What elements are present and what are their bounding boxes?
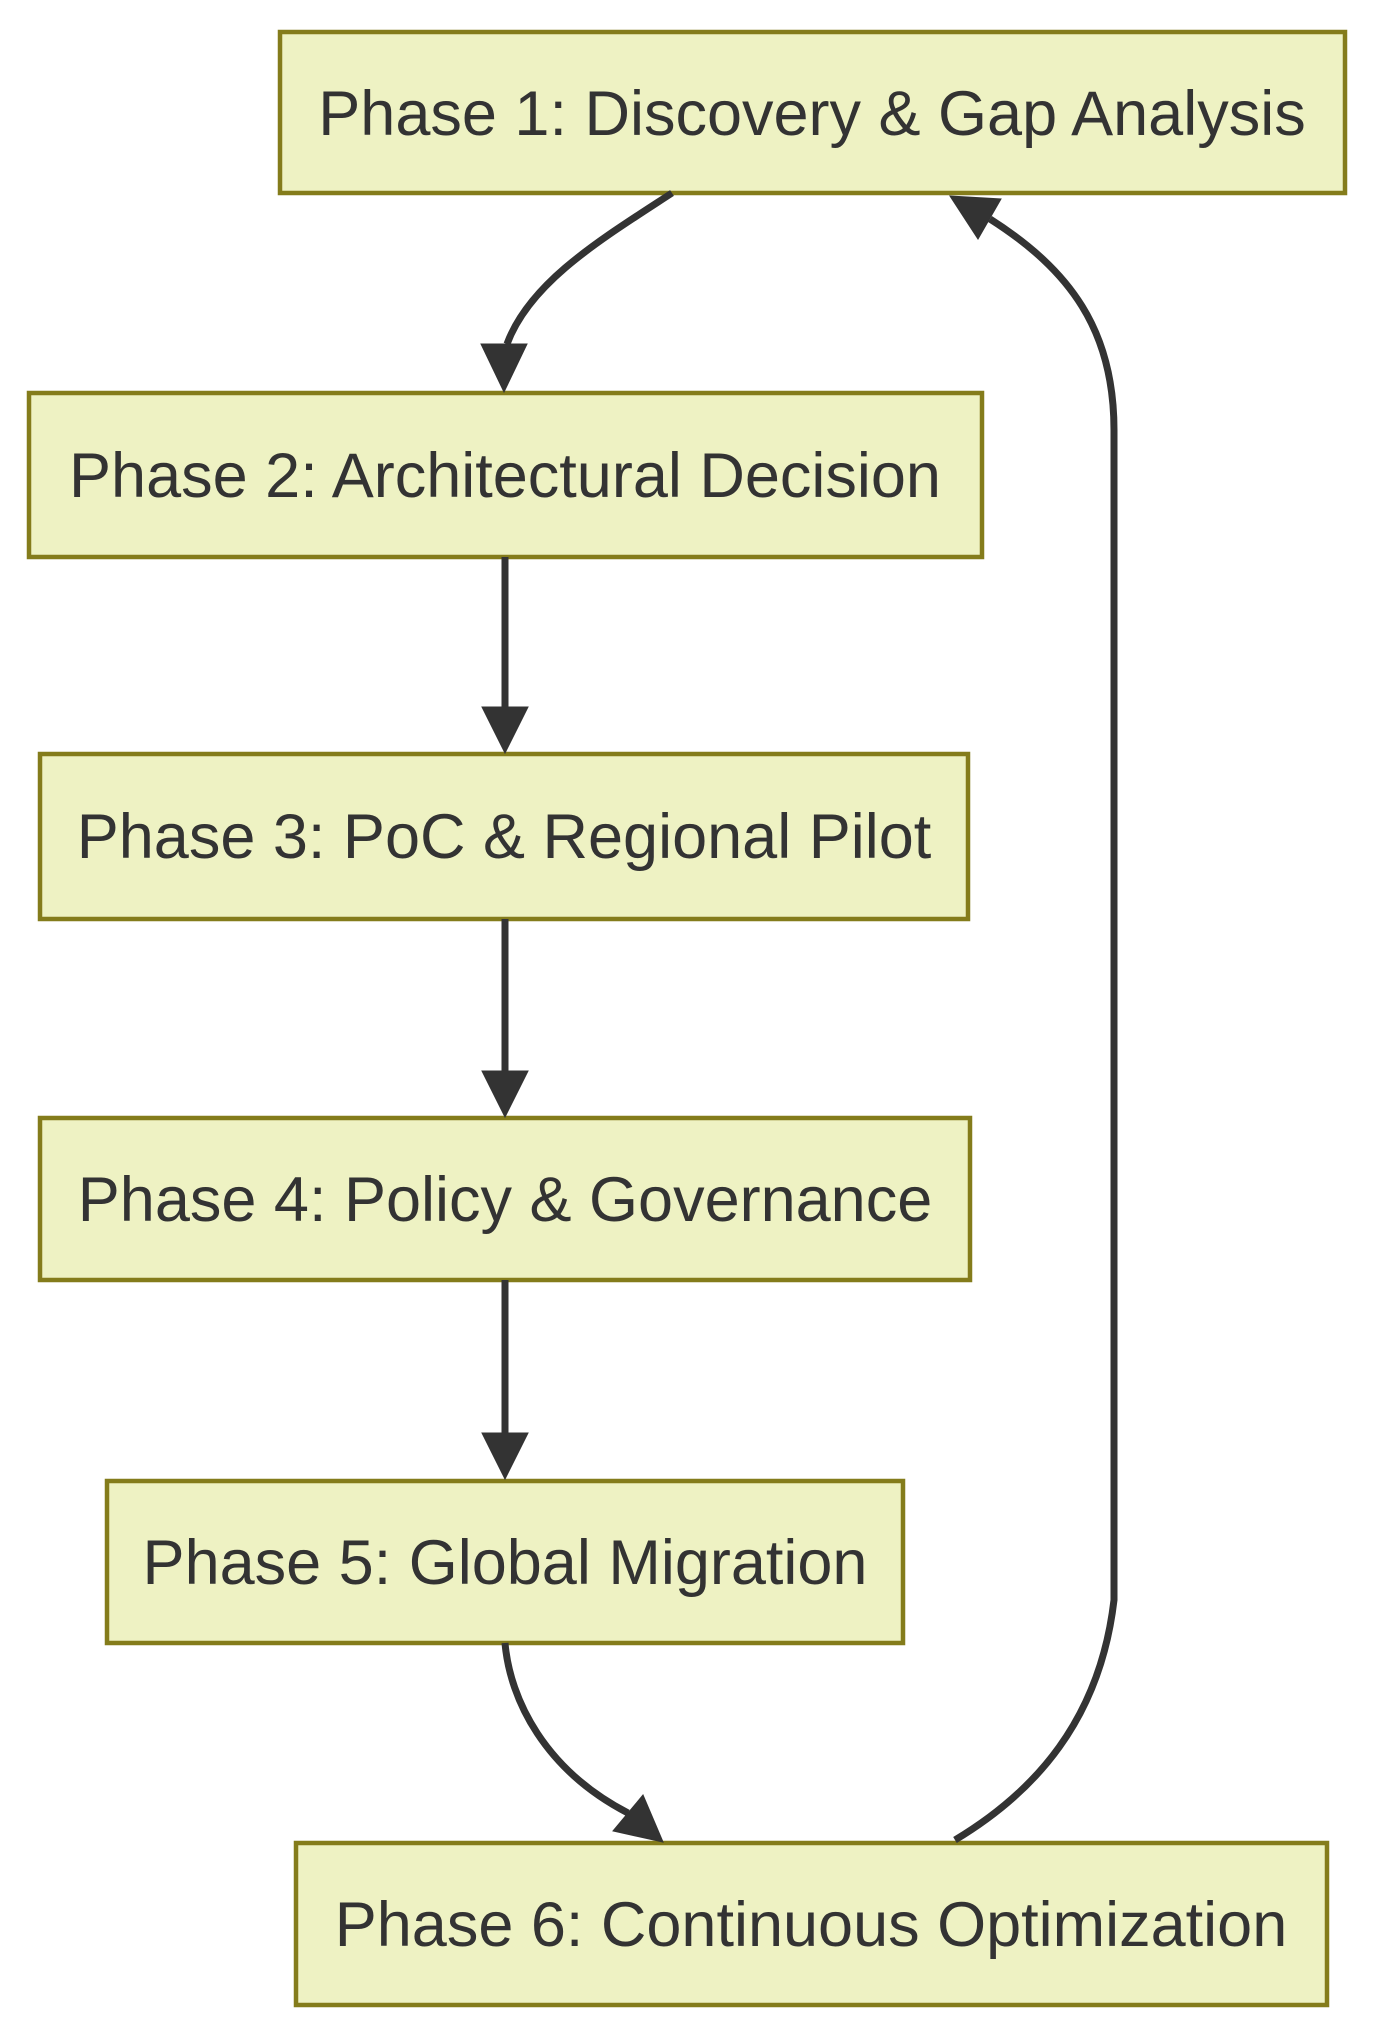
node-phase-3: Phase 3: PoC & Regional Pilot bbox=[37, 751, 971, 922]
node-phase-5-label: Phase 5: Global Migration bbox=[143, 1528, 868, 1598]
node-phase-3-box bbox=[37, 751, 971, 922]
edge-phase3-to-phase4 bbox=[481, 919, 529, 1119]
edge-line bbox=[503, 190, 674, 346]
edge-phase2-to-phase3 bbox=[481, 557, 529, 755]
node-phase-1-label: Phase 1: Discovery & Gap Analysis bbox=[318, 79, 1305, 149]
edge-phase5-to-phase6 bbox=[501, 1642, 664, 1843]
edge-phase6-to-phase1-loopback bbox=[949, 195, 1118, 1844]
node-phase-3-label: Phase 3: PoC & Regional Pilot bbox=[77, 802, 932, 872]
edge-phase4-to-phase5 bbox=[481, 1280, 529, 1481]
node-phase-1-box bbox=[277, 29, 1348, 196]
edge-line bbox=[953, 216, 1118, 1844]
arrowhead bbox=[480, 343, 528, 394]
node-phase-4: Phase 4: Policy & Governance bbox=[37, 1115, 973, 1283]
node-phase-6-label: Phase 6: Continuous Optimization bbox=[335, 1890, 1288, 1960]
node-phase-4-label: Phase 4: Policy & Governance bbox=[78, 1165, 932, 1235]
node-phase-6-box bbox=[293, 1840, 1330, 2008]
arrowhead bbox=[949, 195, 1002, 240]
edge-phase1-to-phase2 bbox=[480, 190, 674, 394]
arrowhead bbox=[481, 1432, 529, 1481]
node-phase-6: Phase 6: Continuous Optimization bbox=[293, 1840, 1330, 2008]
node-phase-1: Phase 1: Discovery & Gap Analysis bbox=[277, 29, 1348, 196]
node-phase-2-label: Phase 2: Architectural Decision bbox=[69, 441, 941, 511]
node-phase-2-box bbox=[26, 390, 985, 560]
node-phase-5: Phase 5: Global Migration bbox=[104, 1478, 906, 1646]
node-phase-2: Phase 2: Architectural Decision bbox=[26, 390, 985, 560]
edge-line bbox=[501, 1642, 630, 1817]
arrowhead bbox=[481, 1070, 529, 1119]
arrowhead bbox=[481, 706, 529, 755]
arrowhead bbox=[612, 1794, 664, 1843]
node-phase-4-box bbox=[37, 1115, 973, 1283]
